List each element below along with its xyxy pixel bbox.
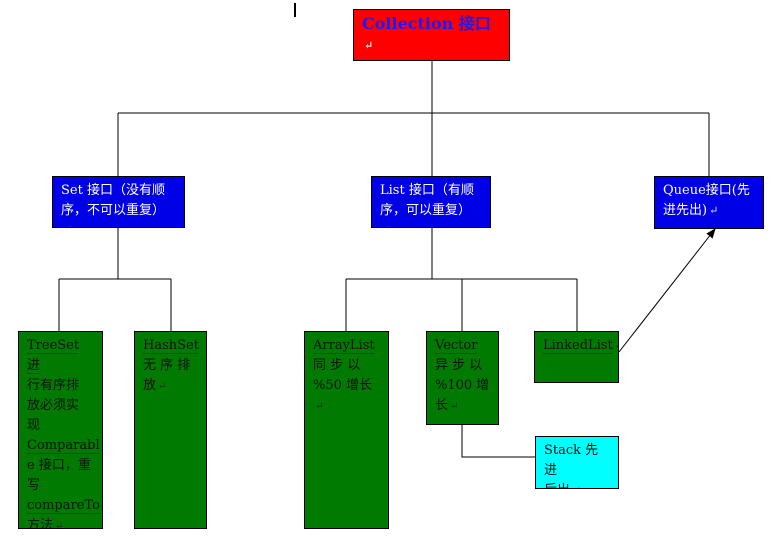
set-text-segment: Set 接口（没有顺 [61,183,165,198]
treeset-text-line: Comparabl [27,436,100,456]
treeset-text: TreeSet 进行有序排放必须实现 Comparabl e 接口，重写 compar… [27,336,100,529]
treeset-text-line: 写 [27,476,94,496]
list-text-line: List 接口（有顺 [380,181,482,201]
stack-text: Stack 先进后出↵ [544,441,610,488]
list-text-segment: List 接口（有顺 [380,183,474,198]
hashset-text-segment: 放 [143,378,157,393]
collection-text-segment: Collection 接口 [362,14,491,33]
treeset-text-segment: 写 [27,478,41,493]
connector-vector-stack [461,425,535,458]
stack-text-segment: 后出 [544,483,570,488]
vector-text-segment: 异 步 以 [435,358,483,373]
arraylist-text-line: 同 步 以 [313,356,380,376]
linkedlist-text-segment: LinkedList [543,338,613,354]
treeset-text-segment: TreeSet 进 [27,338,80,374]
treeset-text-segment: 现 [27,418,41,433]
hashset-text: HashSet 无 序 排放↵ [143,336,199,397]
vector-text-line: 异 步 以 [435,356,490,376]
arraylist-text-segment: ArrayList [313,338,375,354]
hashset-box[interactable]: HashSet 无 序 排放↵ [134,331,207,529]
treeset-text-line: compareTo [27,496,100,516]
queue-text-line: 进先出)↵ [663,201,755,221]
arraylist-text-line: ArrayList [313,336,380,356]
set-text-line: Set 接口（没有顺 [61,181,176,201]
stack-text-segment: Stack 先进 [544,443,599,478]
hashset-text-line: 放↵ [143,376,198,397]
text-cursor [294,3,296,17]
stack-text-line: Stack 先进 [544,441,610,481]
treeset-box[interactable]: TreeSet 进行有序排放必须实现 Comparabl e 接口，重写 compar… [18,331,103,529]
paragraph-mark-icon: ↵ [63,224,72,227]
paragraph-mark-icon: ↵ [55,521,64,529]
queue-text-segment: 进先出) [663,203,708,218]
treeset-text-segment: 方法 [27,518,54,529]
collection-text-line: Collection 接口 ↵ [362,14,501,56]
queue-text: Queue接口(先进先出)↵ [663,181,755,221]
paragraph-mark-icon: ↵ [709,204,719,217]
hashset-text-segment: HashSet [143,338,199,354]
vector-text-line: 长↵ [435,396,490,417]
treeset-text-line: e 接口，重 [27,456,94,476]
hashset-text-line: HashSet [143,336,199,356]
arraylist-text-segment: %50 增长 [313,378,373,393]
collection-interface-box[interactable]: Collection 接口 ↵ [353,9,510,61]
treeset-text-segment: e 接口，重 [27,458,91,473]
paragraph-mark-icon: ↵ [315,401,324,412]
set-text-segment: 序，不可以重复） [61,203,166,218]
vector-text-segment: Vector [435,338,478,354]
paragraph-mark-icon: ↵ [615,341,618,352]
treeset-text-line: 现 [27,416,94,436]
paragraph-mark-icon: ↵ [364,39,374,52]
linkedlist-text: LinkedList↵ [543,336,618,357]
vector-text-line: Vector [435,336,490,356]
treeset-text-line: 方法↵ [27,516,94,529]
arraylist-text: ArrayList 同 步 以 %50 增长 ↵ [313,336,380,417]
vector-text-line: %100 增 [435,376,490,396]
list-text: List 接口（有顺序，可以重复） ↵ [380,181,482,227]
queue-interface-box[interactable]: Queue接口(先进先出)↵ [654,176,764,229]
queue-text-line: Queue接口(先 [663,181,755,201]
treeset-text-segment: 行有序排 [27,378,80,393]
paragraph-mark-icon: ↵ [450,401,459,412]
list-text-line: 序，可以重复） ↵ [380,201,482,227]
treeset-text-line: 行有序排 [27,376,94,396]
queue-text-segment: Queue接口(先 [663,183,750,198]
vector-text-segment: %100 增 [435,378,490,393]
vector-text-segment: 长 [435,398,449,413]
treeset-text-segment: compareTo [27,498,100,514]
arraylist-text-segment: 同 步 以 [313,358,361,373]
treeset-text-line: 放必须实 [27,396,94,416]
paragraph-mark-icon: ↵ [158,381,167,392]
treeset-text-segment: 放必须实 [27,398,80,413]
linkedlist-text-line: LinkedList↵ [543,336,618,357]
hashset-text-segment: 无 序 排 [143,358,191,373]
stack-box[interactable]: Stack 先进后出↵ [535,436,619,489]
list-interface-box[interactable]: List 接口（有顺序，可以重复） ↵ [371,176,491,228]
hashset-text-line: 无 序 排 [143,356,198,376]
paragraph-mark-icon: ↵ [572,486,580,488]
treeset-text-line: TreeSet 进 [27,336,94,376]
arraylist-text-line: %50 增长 ↵ [313,376,380,417]
arraylist-box[interactable]: ArrayList 同 步 以 %50 增长 ↵ [304,331,389,529]
treeset-text-segment: Comparabl [27,438,100,454]
collection-text: Collection 接口 ↵ [362,14,501,56]
linkedlist-box[interactable]: LinkedList↵ [534,331,619,383]
stack-text-line: 后出↵ [544,481,610,488]
set-text-line: 序，不可以重复） ↵ [61,201,176,227]
list-text-segment: 序，可以重复） [380,203,472,218]
arrow-linkedlist-queue [618,228,716,353]
paragraph-mark-icon: ↵ [382,224,391,227]
